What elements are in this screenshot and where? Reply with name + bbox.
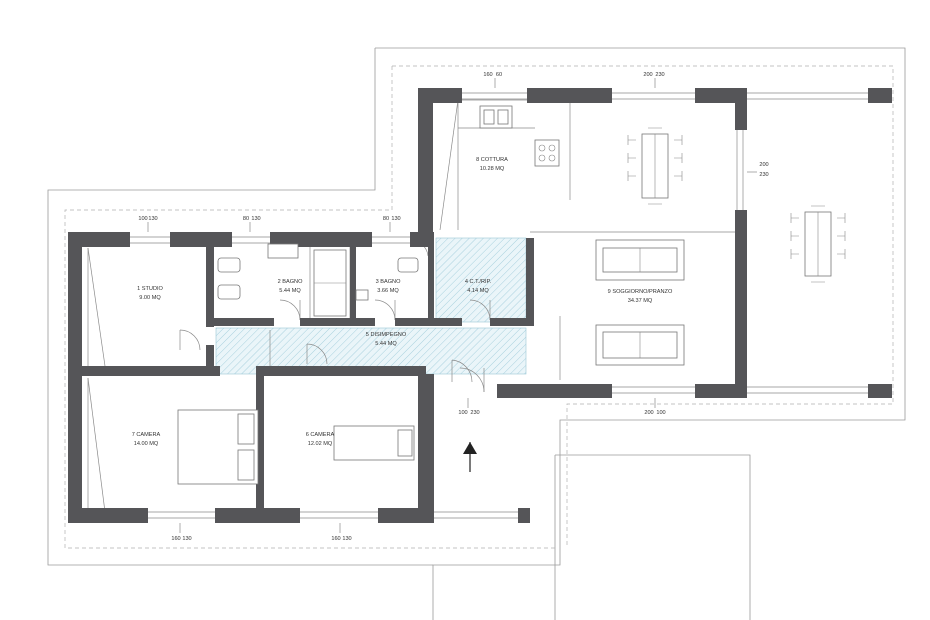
doors bbox=[179, 239, 491, 393]
north-arrow-icon bbox=[463, 442, 477, 472]
windows bbox=[130, 92, 868, 519]
sofas bbox=[595, 239, 685, 366]
room-area-studio: 9.00 MQ bbox=[139, 295, 161, 301]
room-name-bagno3: 3 BAGNO bbox=[376, 279, 402, 285]
kitchen-fixtures bbox=[479, 105, 560, 167]
room-name-disimpegno: 5 DISIMPEGNO bbox=[366, 332, 407, 338]
room-name-studio: 1 STUDIO bbox=[137, 286, 163, 292]
walls bbox=[68, 88, 892, 523]
dim-bottom-living-b: 100 bbox=[656, 410, 665, 416]
dining-table-inside bbox=[627, 127, 683, 205]
dim-right-a: 200 bbox=[759, 162, 768, 168]
dim-cam7-b: 130 bbox=[182, 536, 191, 542]
dim-bagno2-a: 80 bbox=[243, 216, 249, 222]
dim-entry-a: 100 bbox=[458, 410, 467, 416]
dim-studio-b: 130 bbox=[148, 216, 157, 222]
room-area-bagno3: 3.66 MQ bbox=[377, 288, 399, 294]
room-area-ct: 4.14 MQ bbox=[467, 288, 489, 294]
room-area-camera6: 12.02 MQ bbox=[308, 441, 333, 447]
room-name-bagno2: 2 BAGNO bbox=[278, 279, 304, 285]
dim-top-cottura-b: 60 bbox=[496, 72, 502, 78]
dim-entry-b: 230 bbox=[470, 410, 479, 416]
room-name-camera6: 6 CAMERA bbox=[306, 432, 335, 438]
ct-hatch bbox=[435, 237, 527, 323]
room-area-cottura: 10.28 MQ bbox=[480, 166, 505, 172]
room-name-soggiorno: 9 SOGGIORNO/PRANZO bbox=[608, 289, 673, 295]
dim-bagno2-b: 130 bbox=[251, 216, 260, 222]
dim-bottom-living-a: 200 bbox=[644, 410, 653, 416]
dim-cam7-a: 160 bbox=[171, 536, 180, 542]
interior-lines bbox=[87, 99, 735, 513]
bathroom-fixtures bbox=[217, 243, 419, 317]
room-name-ct: 4 C.T./RIP. bbox=[465, 279, 492, 285]
dim-bagno3-a: 80 bbox=[383, 216, 389, 222]
room-labels: 1 STUDIO 9.00 MQ 2 BAGNO 5.44 MQ 3 BAGNO… bbox=[132, 157, 673, 447]
dimension-ticks bbox=[147, 78, 757, 533]
dining-table-outside bbox=[790, 205, 846, 283]
dimension-labels: 160 60 200 230 200 230 100 130 80 130 80… bbox=[138, 72, 768, 542]
room-name-cottura: 8 COTTURA bbox=[476, 157, 508, 163]
dim-cam6-b: 130 bbox=[342, 536, 351, 542]
dim-top-living-b: 230 bbox=[655, 72, 664, 78]
room-area-bagno2: 5.44 MQ bbox=[279, 288, 301, 294]
site-outline bbox=[47, 47, 906, 620]
room-area-disimpegno: 5.44 MQ bbox=[375, 341, 397, 347]
dim-bagno3-b: 130 bbox=[391, 216, 400, 222]
beds bbox=[177, 409, 415, 485]
room-name-camera7: 7 CAMERA bbox=[132, 432, 161, 438]
dim-right-b: 230 bbox=[759, 172, 768, 178]
dim-cam6-a: 160 bbox=[331, 536, 340, 542]
room-area-soggiorno: 34.37 MQ bbox=[628, 298, 653, 304]
dim-studio-a: 100 bbox=[138, 216, 147, 222]
dim-top-living-a: 200 bbox=[643, 72, 652, 78]
room-area-camera7: 14.00 MQ bbox=[134, 441, 159, 447]
dim-top-cottura-a: 160 bbox=[483, 72, 492, 78]
hatched-areas bbox=[215, 237, 527, 375]
